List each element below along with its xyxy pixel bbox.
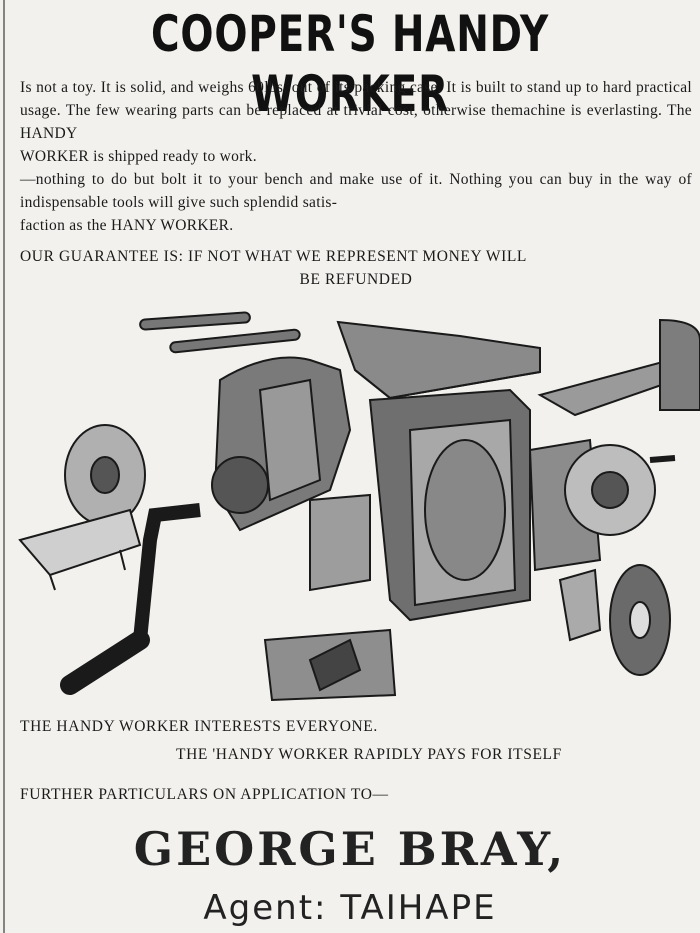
pays-line: THE 'HANDY WORKER RAPIDLY PAYS FOR ITSEL… xyxy=(176,746,562,763)
main-frame-icon xyxy=(309,388,531,622)
tool-rest-icon xyxy=(537,318,700,417)
guarantee-line-2: BE REFUNDED xyxy=(299,271,413,288)
guarantee: OUR GUARANTEE IS: IF NOT WHAT WE REPRESE… xyxy=(20,245,692,291)
guarantee-line-1: OUR GUARANTEE IS: IF NOT WHAT WE REPRESE… xyxy=(20,248,527,265)
chisel-tool-icon xyxy=(139,311,301,354)
gear-housing-icon xyxy=(211,356,352,532)
paragraph-1: Is not a toy. It is solid, and weighs 60… xyxy=(20,79,692,142)
body-copy: Is not a toy. It is solid, and weighs 60… xyxy=(20,76,692,237)
particulars-line: FURTHER PARTICULARS ON APPLICATION TO— xyxy=(20,786,389,803)
grinding-wheel-icon xyxy=(18,424,146,591)
agent-name: GEORGE BRAY, xyxy=(133,822,567,876)
jaw-block-icon xyxy=(263,628,397,702)
interests-line: THE HANDY WORKER INTERESTS EVERYONE. xyxy=(20,718,378,735)
headline: COOPER'S HANDY WORKER xyxy=(151,5,549,123)
paragraph-2: —nothing to do but bolt it to your bench… xyxy=(20,171,692,211)
small-grinder-icon xyxy=(558,564,671,676)
handwheel-icon xyxy=(528,438,676,572)
paragraph-2-centered: faction as the HANY WORKER. xyxy=(20,217,234,234)
bench-stone-icon xyxy=(336,320,541,400)
handy-worker-engraving xyxy=(18,311,700,702)
crank-handle-icon xyxy=(60,503,201,695)
column-rule xyxy=(3,0,5,933)
agent-location: Agent: TAIHAPE xyxy=(203,888,497,928)
paragraph-1-centered: WORKER is shipped ready to work. xyxy=(20,148,257,165)
